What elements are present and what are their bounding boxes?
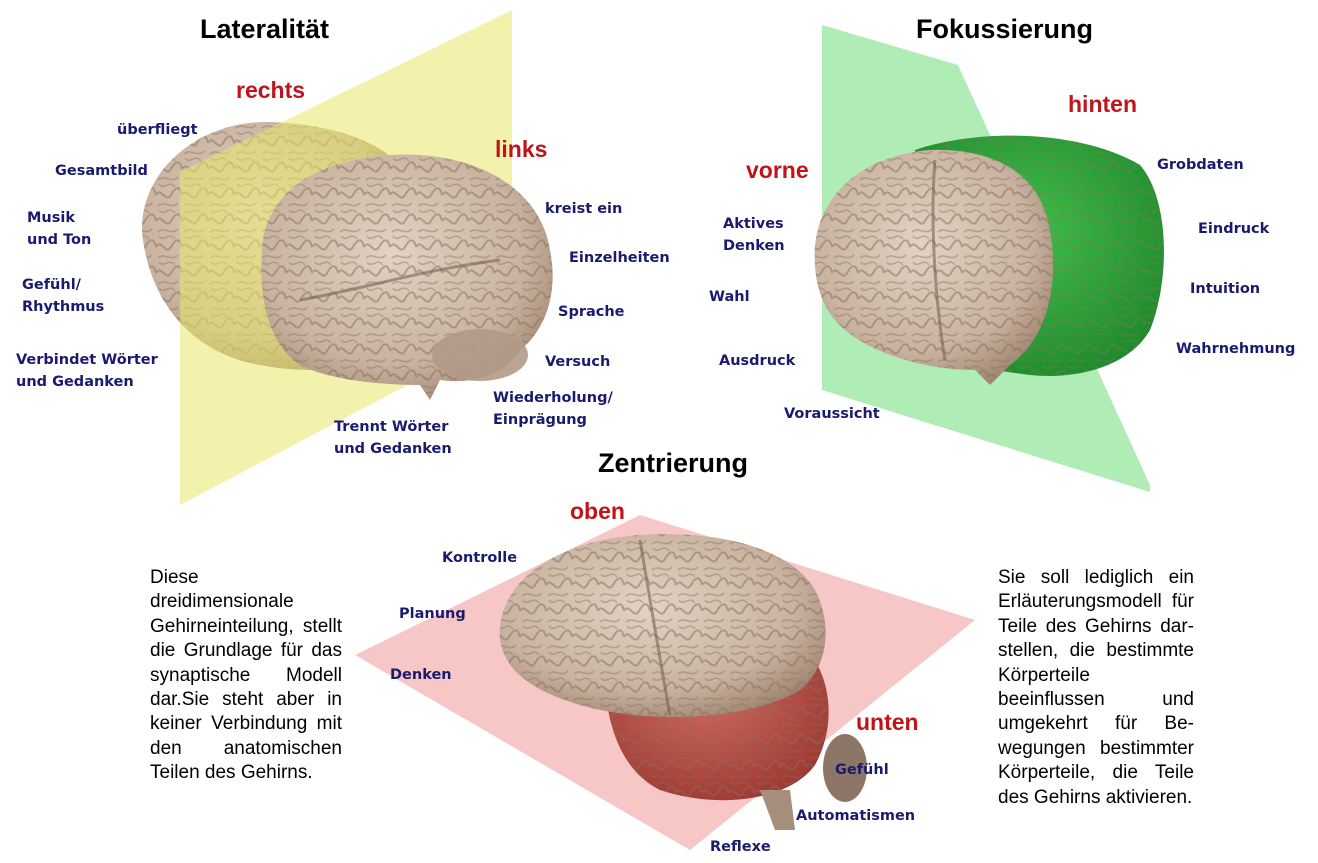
laterality-right-label-2: Einzelheiten <box>569 247 670 269</box>
laterality-right-label-3: Sprache <box>558 301 625 323</box>
laterality-left-label-3: Musik und Ton <box>27 207 91 251</box>
focus-front-label: vorne <box>746 157 809 184</box>
focus-left-label-4: Voraussicht <box>784 403 880 425</box>
focus-right-label-1: Grobdaten <box>1157 154 1244 176</box>
laterality-title: Lateralität <box>200 14 329 45</box>
centering-top-label: oben <box>570 498 625 525</box>
laterality-left-label-5: Verbindet Wörter und Gedanken <box>16 349 158 393</box>
centering-title: Zentrierung <box>598 448 748 479</box>
laterality-right-label-4: Versuch <box>545 351 610 373</box>
focus-left-label-2: Wahl <box>709 286 750 308</box>
centering-bottom-label-1: Gefühl <box>835 759 889 781</box>
focus-left-label-1: Aktives Denken <box>723 213 785 257</box>
focus-back-label: hinten <box>1068 91 1137 118</box>
centering-top-label-1: Kontrolle <box>442 547 517 569</box>
laterality-front-hemisphere <box>261 155 552 400</box>
centering-bottom-label-2: Automatismen <box>796 805 915 827</box>
centering-bottom-label: unten <box>856 709 919 736</box>
left-description: Diese dreidimensionale Gehirneinteilung,… <box>150 566 342 786</box>
centering-bottom-label-3: Reflexe <box>710 836 771 858</box>
centering-top-label-3: Denken <box>390 664 452 686</box>
laterality-left-label: links <box>495 136 547 163</box>
laterality-right-label-5: Wiederholung/ Einprägung <box>493 387 613 431</box>
right-description: Sie soll lediglich ein Erläuterungsmodel… <box>998 566 1194 810</box>
centering-top-label-2: Planung <box>399 603 466 625</box>
focus-right-label-2: Eindruck <box>1198 218 1269 240</box>
focus-right-label-4: Wahrnehmung <box>1176 338 1295 360</box>
laterality-left-label-4: Gefühl/ Rhythmus <box>22 274 104 318</box>
laterality-right-label-6: Trennt Wörter und Gedanken <box>334 416 452 460</box>
laterality-left-label-1: überfliegt <box>117 119 198 141</box>
focus-title: Fokussierung <box>916 14 1093 45</box>
focus-left-label-3: Ausdruck <box>719 350 795 372</box>
focus-right-label-3: Intuition <box>1190 278 1260 300</box>
laterality-right-label: rechts <box>236 77 305 104</box>
laterality-right-label-1: kreist ein <box>545 198 622 220</box>
laterality-left-label-2: Gesamtbild <box>55 160 148 182</box>
